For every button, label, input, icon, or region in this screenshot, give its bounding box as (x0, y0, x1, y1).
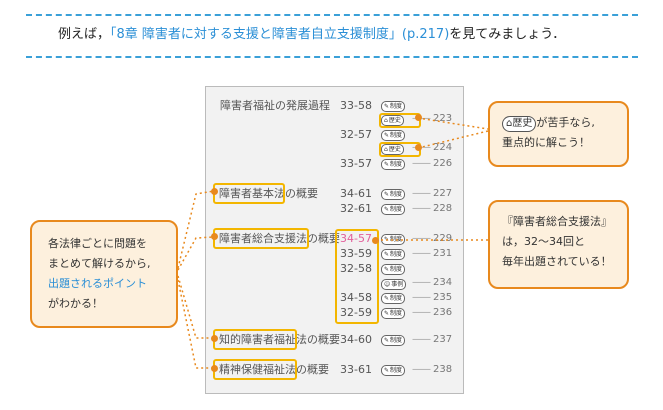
question-number: 33-59 (340, 247, 372, 260)
question-number: 32-58 (340, 262, 372, 275)
top-dashed-rule (26, 14, 638, 16)
seido-badge: ✎制度 (381, 308, 406, 319)
page-number: ——234 (412, 277, 453, 288)
page-number: ——236 (412, 307, 453, 318)
entry-label-main: 知的障害者福祉法 (219, 333, 307, 346)
seido-badge: ✎制度 (381, 189, 406, 200)
rekishi-badge: ⌂歴史 (502, 116, 537, 132)
note-bottom-right: 『障害者総合支援法』 は，32～34回と 毎年出題されている！ (488, 200, 629, 289)
rekishi-badge: ⌂歴史 (381, 144, 404, 155)
highlight-total-support-numbers (335, 229, 379, 324)
note-line: 『障害者総合支援法』 (502, 215, 612, 228)
connector-dot (415, 114, 422, 121)
seido-badge: ✎制度 (381, 204, 406, 215)
pen-icon: ✎ (384, 337, 390, 344)
pen-icon: ✎ (384, 295, 390, 302)
note-line-highlight: 出題されるポイント (48, 277, 147, 290)
jirei-badge: ☺事例 (381, 279, 407, 290)
page-number: ——229 (412, 233, 453, 244)
page-number: ——238 (412, 364, 453, 375)
note-left: 各法律ごとに問題を まとめて解けるから, 出題されるポイント がわかる！ (30, 220, 178, 328)
entry-history: 障害者福祉の発展過程 (220, 99, 330, 112)
pen-icon: ✎ (384, 132, 390, 139)
note-line: 毎年出題されている！ (502, 255, 612, 268)
page-number: ——237 (412, 334, 453, 345)
page-number: ——228 (412, 203, 453, 214)
connector-dot (211, 335, 218, 342)
note-line: ⌂歴史が苦手なら, (502, 113, 627, 133)
pen-icon: ✎ (384, 266, 390, 273)
seido-badge: ✎制度 (381, 293, 406, 304)
seido-badge: ✎制度 (381, 130, 406, 141)
entry-label-tail: の概要 (307, 232, 340, 245)
pen-icon: ✎ (384, 206, 390, 213)
chapter-reference: 「8章 障害者に対する支援と障害者自立支援制度」(p.217) (110, 27, 450, 42)
note-line: は，32～34回と (502, 235, 585, 248)
question-number-highlighted: 34-57 (340, 232, 372, 245)
note-line: まとめて解けるから, (48, 257, 151, 270)
pen-icon: ✎ (384, 251, 390, 258)
question-number: 33-58 (340, 99, 372, 112)
entry-label-tail: の概要 (307, 333, 340, 346)
pen-icon: ✎ (384, 191, 390, 198)
pen-icon: ✎ (384, 161, 390, 168)
seido-badge: ✎制度 (381, 365, 406, 376)
page-number: ——231 (412, 248, 453, 259)
connector-dot (372, 237, 379, 244)
connector-dot (211, 233, 218, 240)
note-line: 各法律ごとに問題を (48, 237, 147, 250)
intro-suffix: を見てみましょう． (449, 27, 566, 42)
entry-label-main: 障害者総合支援法 (219, 232, 307, 245)
seido-badge: ✎制度 (381, 159, 406, 170)
pen-icon: ✎ (384, 367, 390, 374)
question-number: 34-58 (340, 291, 372, 304)
question-number: 32-57 (340, 128, 372, 141)
seido-badge: ✎制度 (381, 264, 406, 275)
pen-icon: ✎ (384, 103, 390, 110)
seido-badge: ✎制度 (381, 335, 406, 346)
note-line: がわかる！ (48, 297, 103, 310)
question-number: 33-61 (340, 363, 372, 376)
entry-mental-health-law: 精神保健福祉法の概要 (219, 363, 329, 376)
page-number: ——227 (412, 188, 453, 199)
entry-label-main: 障害者基本法 (219, 187, 285, 200)
connector-dot (211, 188, 218, 195)
entry-label-tail: の概要 (285, 187, 318, 200)
building-icon: ⌂ (384, 146, 388, 153)
entry-basic-law: 障害者基本法の概要 (219, 187, 318, 200)
building-icon: ⌂ (506, 118, 513, 129)
pen-icon: ✎ (384, 310, 390, 317)
connector-dot (211, 365, 218, 372)
entry-label-tail: の概要 (296, 363, 329, 376)
question-number: 34-61 (340, 187, 372, 200)
page-number: ——235 (412, 292, 453, 303)
seido-badge: ✎制度 (381, 249, 406, 260)
entry-intellectual-law: 知的障害者福祉法の概要 (219, 333, 340, 346)
connector-dot (415, 144, 422, 151)
question-number: 32-61 (340, 202, 372, 215)
page-number: ——226 (412, 158, 453, 169)
index-panel: 障害者福祉の発展過程 障害者基本法の概要 障害者総合支援法の概要 知的障害者福祉… (205, 86, 464, 394)
question-number: 32-59 (340, 306, 372, 319)
intro-prefix: 例えば， (58, 27, 111, 42)
entry-label-main: 精神保健福祉法 (219, 363, 296, 376)
entry-total-support-law: 障害者総合支援法の概要 (219, 232, 340, 245)
question-number: 33-57 (340, 157, 372, 170)
intro-sentence: 例えば，「8章 障害者に対する支援と障害者自立支援制度」(p.217)を見てみま… (58, 23, 658, 42)
note-top-right: ⌂歴史が苦手なら, 重点的に解こう！ (488, 101, 629, 167)
building-icon: ⌂ (384, 117, 388, 124)
person-icon: ☺ (384, 281, 391, 288)
rekishi-badge: ⌂歴史 (381, 115, 404, 126)
note-line: 重点的に解こう！ (502, 136, 590, 149)
question-number: 34-60 (340, 333, 372, 346)
seido-badge: ✎制度 (381, 101, 406, 112)
bottom-dashed-rule (26, 56, 638, 58)
entry-label: 障害者福祉の発展過程 (220, 99, 330, 112)
